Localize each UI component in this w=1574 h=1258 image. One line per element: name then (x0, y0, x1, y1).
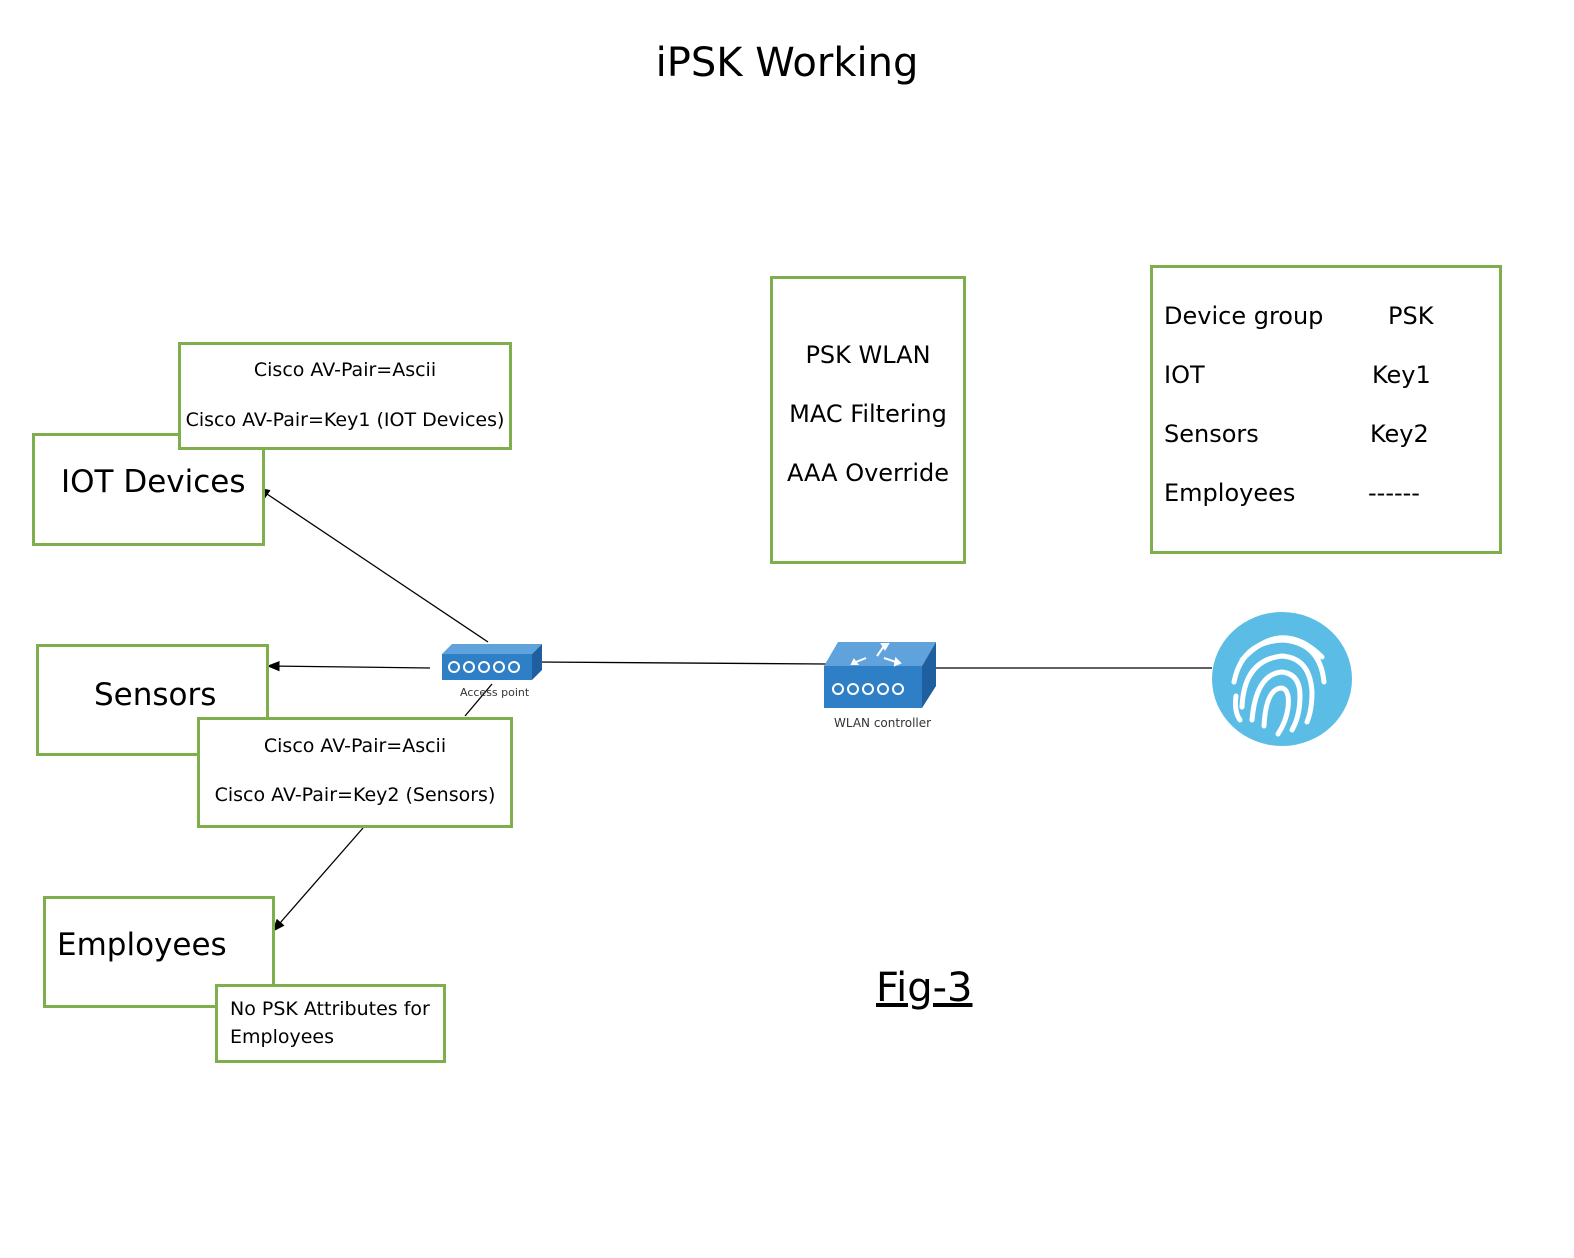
wlan-setting-aaa: AAA Override (786, 459, 950, 487)
psk-table-cell: ------ (1368, 479, 1420, 507)
psk-table-cell: IOT (1164, 361, 1205, 389)
line-to-employees (272, 827, 364, 932)
wlan-setting-psk: PSK WLAN (805, 341, 931, 369)
auth-server-device (1212, 612, 1352, 746)
line-ap-to-wlc (536, 661, 827, 665)
iot-attr-line1: Cisco AV-Pair=Ascii (253, 359, 437, 381)
iot-attr-line2: Cisco AV-Pair=Key1 (IOT Devices) (185, 409, 505, 431)
psk-table-header-psk: PSK (1388, 302, 1434, 330)
access-point-device: Access point (438, 640, 544, 700)
line-ap-to-sensors (266, 660, 431, 672)
sensors-attributes-box: Cisco AV-Pair=Ascii Cisco AV-Pair=Key2 (… (197, 717, 513, 828)
iot-devices-label: IOT Devices (61, 464, 246, 500)
psk-table-cell: Employees (1164, 479, 1296, 507)
wlan-settings-box: PSK WLAN MAC Filtering AAA Override (770, 276, 966, 564)
figure-label: Fig-3 (876, 965, 973, 1011)
line-ap-to-sensors-attr (464, 683, 493, 717)
psk-table-cell: Key2 (1370, 420, 1429, 448)
psk-table-box: Device group PSK IOT Key1 Sensors Key2 E… (1150, 265, 1502, 554)
access-point-label: Access point (460, 686, 530, 699)
wlan-setting-mac: MAC Filtering (789, 400, 947, 428)
employees-attributes-box: No PSK Attributes for Employees (215, 984, 446, 1063)
employees-label: Employees (57, 927, 227, 963)
psk-table-header-group: Device group (1164, 302, 1324, 330)
wlan-controller-icon (824, 642, 936, 708)
sensors-attr-line1: Cisco AV-Pair=Ascii (263, 735, 447, 757)
employees-attr-line1: No PSK Attributes for (230, 998, 430, 1020)
wlan-controller-label: WLAN controller (834, 716, 932, 730)
iot-devices-box: IOT Devices (32, 433, 265, 546)
employees-attr-line2: Employees (230, 1026, 334, 1048)
psk-table-cell: Sensors (1164, 420, 1259, 448)
psk-table-cell: Key1 (1372, 361, 1431, 389)
sensors-attr-line2: Cisco AV-Pair=Key2 (Sensors) (214, 784, 496, 806)
line-ap-to-iot (256, 487, 489, 643)
wlan-controller-device: WLAN controller (822, 638, 938, 733)
access-point-icon (442, 644, 542, 680)
page-title: iPSK Working (655, 40, 919, 86)
iot-attributes-box: Cisco AV-Pair=Ascii Cisco AV-Pair=Key1 (… (178, 342, 512, 450)
fingerprint-icon (1212, 612, 1352, 746)
sensors-label: Sensors (94, 677, 217, 713)
